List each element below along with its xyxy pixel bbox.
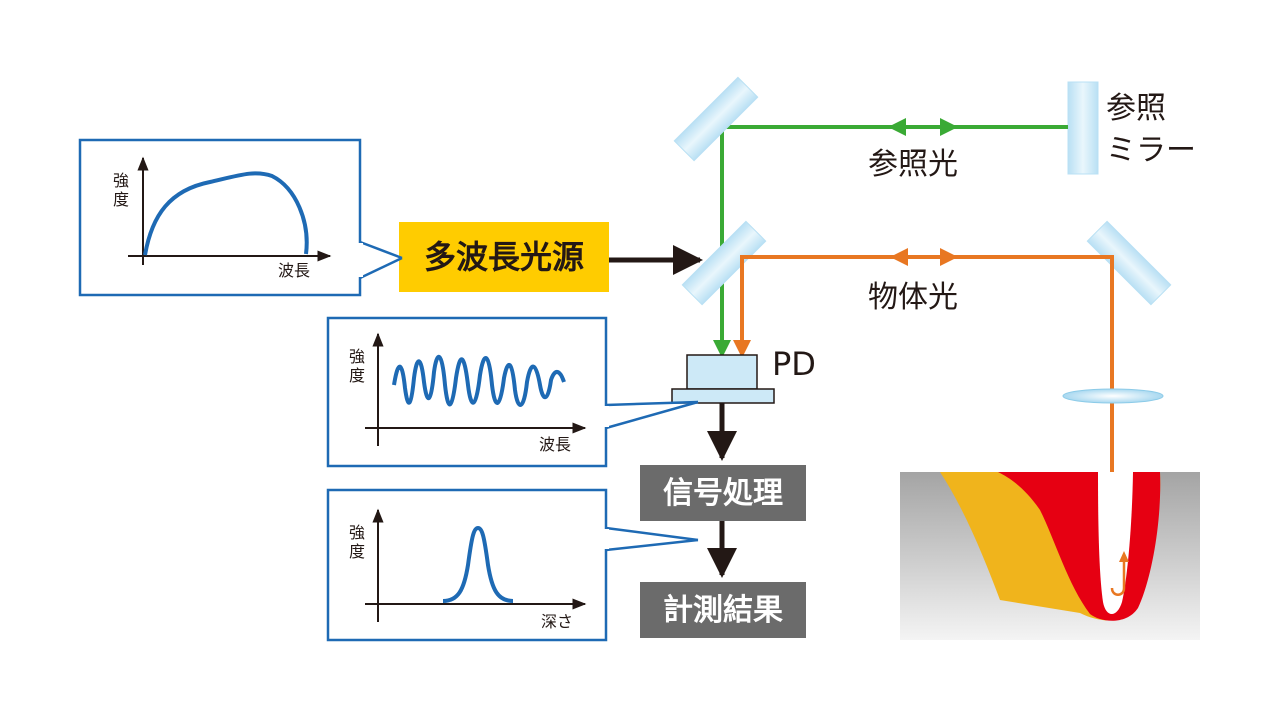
source-spectrum-graph <box>78 138 403 297</box>
source-spectrum-xlabel: 波長 <box>278 261 310 280</box>
interference-spectrum-ylabel-1: 強 <box>349 347 365 366</box>
depth-profile-ylabel-1: 強 <box>349 523 365 542</box>
object-fold-mirror <box>1086 220 1172 306</box>
depth-profile-ylabel-2: 度 <box>349 542 365 561</box>
object-beam-label: 物体光 <box>868 280 958 315</box>
reference-mirror-label-line2: ミラー <box>1106 133 1196 168</box>
light-source-label: 多波長光源 <box>424 238 584 276</box>
measurement-result-box <box>640 582 806 638</box>
photodetector-label: PD <box>772 345 816 383</box>
depth-profile-xlabel: 深さ <box>541 612 573 631</box>
signal-processing-box <box>640 465 806 521</box>
reflected-beam-marker <box>1110 551 1129 596</box>
photodetector <box>671 354 775 404</box>
signal-processing-label: 信号処理 <box>663 476 783 511</box>
reference-mirror-label-line1: 参照 <box>1106 91 1166 126</box>
depth-profile-graph <box>326 488 699 642</box>
interference-spectrum-ylabel-2: 度 <box>349 366 365 385</box>
interference-spectrum-xlabel: 波長 <box>539 435 571 454</box>
measurement-result-label: 計測結果 <box>663 593 783 628</box>
object-beam <box>733 248 1114 588</box>
reference-mirror <box>1067 81 1099 175</box>
source-spectrum-ylabel-1: 強 <box>113 171 129 190</box>
source-spectrum-ylabel-2: 度 <box>113 190 129 209</box>
beam-splitter <box>681 220 767 306</box>
light-source-box <box>399 222 609 292</box>
upper-fold-mirror <box>673 76 759 162</box>
focusing-lens <box>1062 388 1164 404</box>
interference-spectrum-graph <box>326 316 699 468</box>
reference-beam-label: 参照光 <box>868 147 958 182</box>
workpiece-cross-section <box>900 472 1200 640</box>
